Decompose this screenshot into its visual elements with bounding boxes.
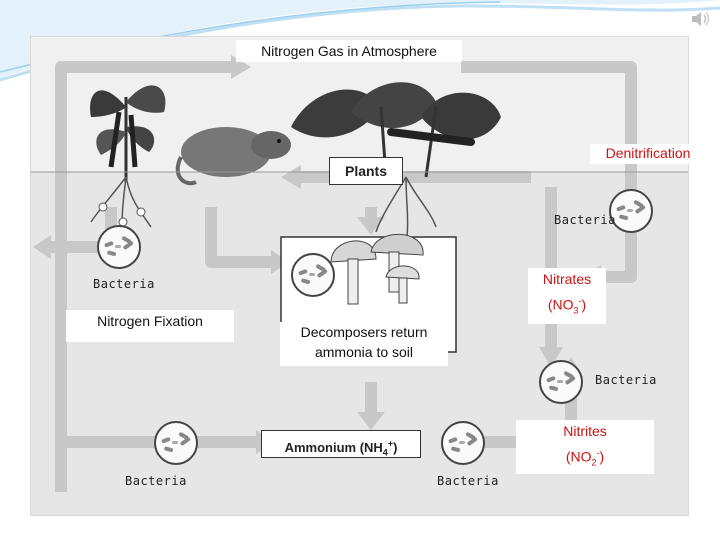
bacteria-label-nitrite-to-nitrate: Bacteria <box>595 373 657 387</box>
mole-illustration <box>178 127 291 183</box>
bacteria-label-bottom-middle: Bacteria <box>437 474 499 488</box>
decomposers-label: Decomposers return ammonia to soil <box>280 322 448 366</box>
bacteria-icon <box>292 254 334 296</box>
atmosphere-label: Nitrogen Gas in Atmosphere <box>236 40 462 62</box>
denitrification-label: Denitrification <box>590 144 706 164</box>
bacteria-label-denitrifying: Bacteria <box>554 213 616 227</box>
nitrites-label: Nitrites (NO2-) <box>516 420 654 474</box>
bacteria-icon <box>155 422 197 464</box>
bacteria-label-left: Bacteria <box>93 277 155 291</box>
ammonium-box: Ammonium (NH4+) <box>261 430 421 458</box>
bacteria-icon <box>442 422 484 464</box>
bacteria-icon <box>540 361 582 403</box>
nitrates-label: Nitrates (NO3-) <box>528 268 606 324</box>
bacteria-icon <box>610 190 652 232</box>
plants-label: Plants <box>345 163 387 179</box>
plants-box: Plants <box>329 157 403 185</box>
nitrogen-fixation-label: Nitrogen Fixation <box>66 310 234 342</box>
bacteria-icon <box>98 226 140 268</box>
bacteria-label-bottom-left: Bacteria <box>125 474 187 488</box>
left-plant-illustration <box>90 85 165 237</box>
ammonium-label: Ammonium (NH4+) <box>285 440 398 455</box>
speaker-icon[interactable] <box>690 10 712 28</box>
